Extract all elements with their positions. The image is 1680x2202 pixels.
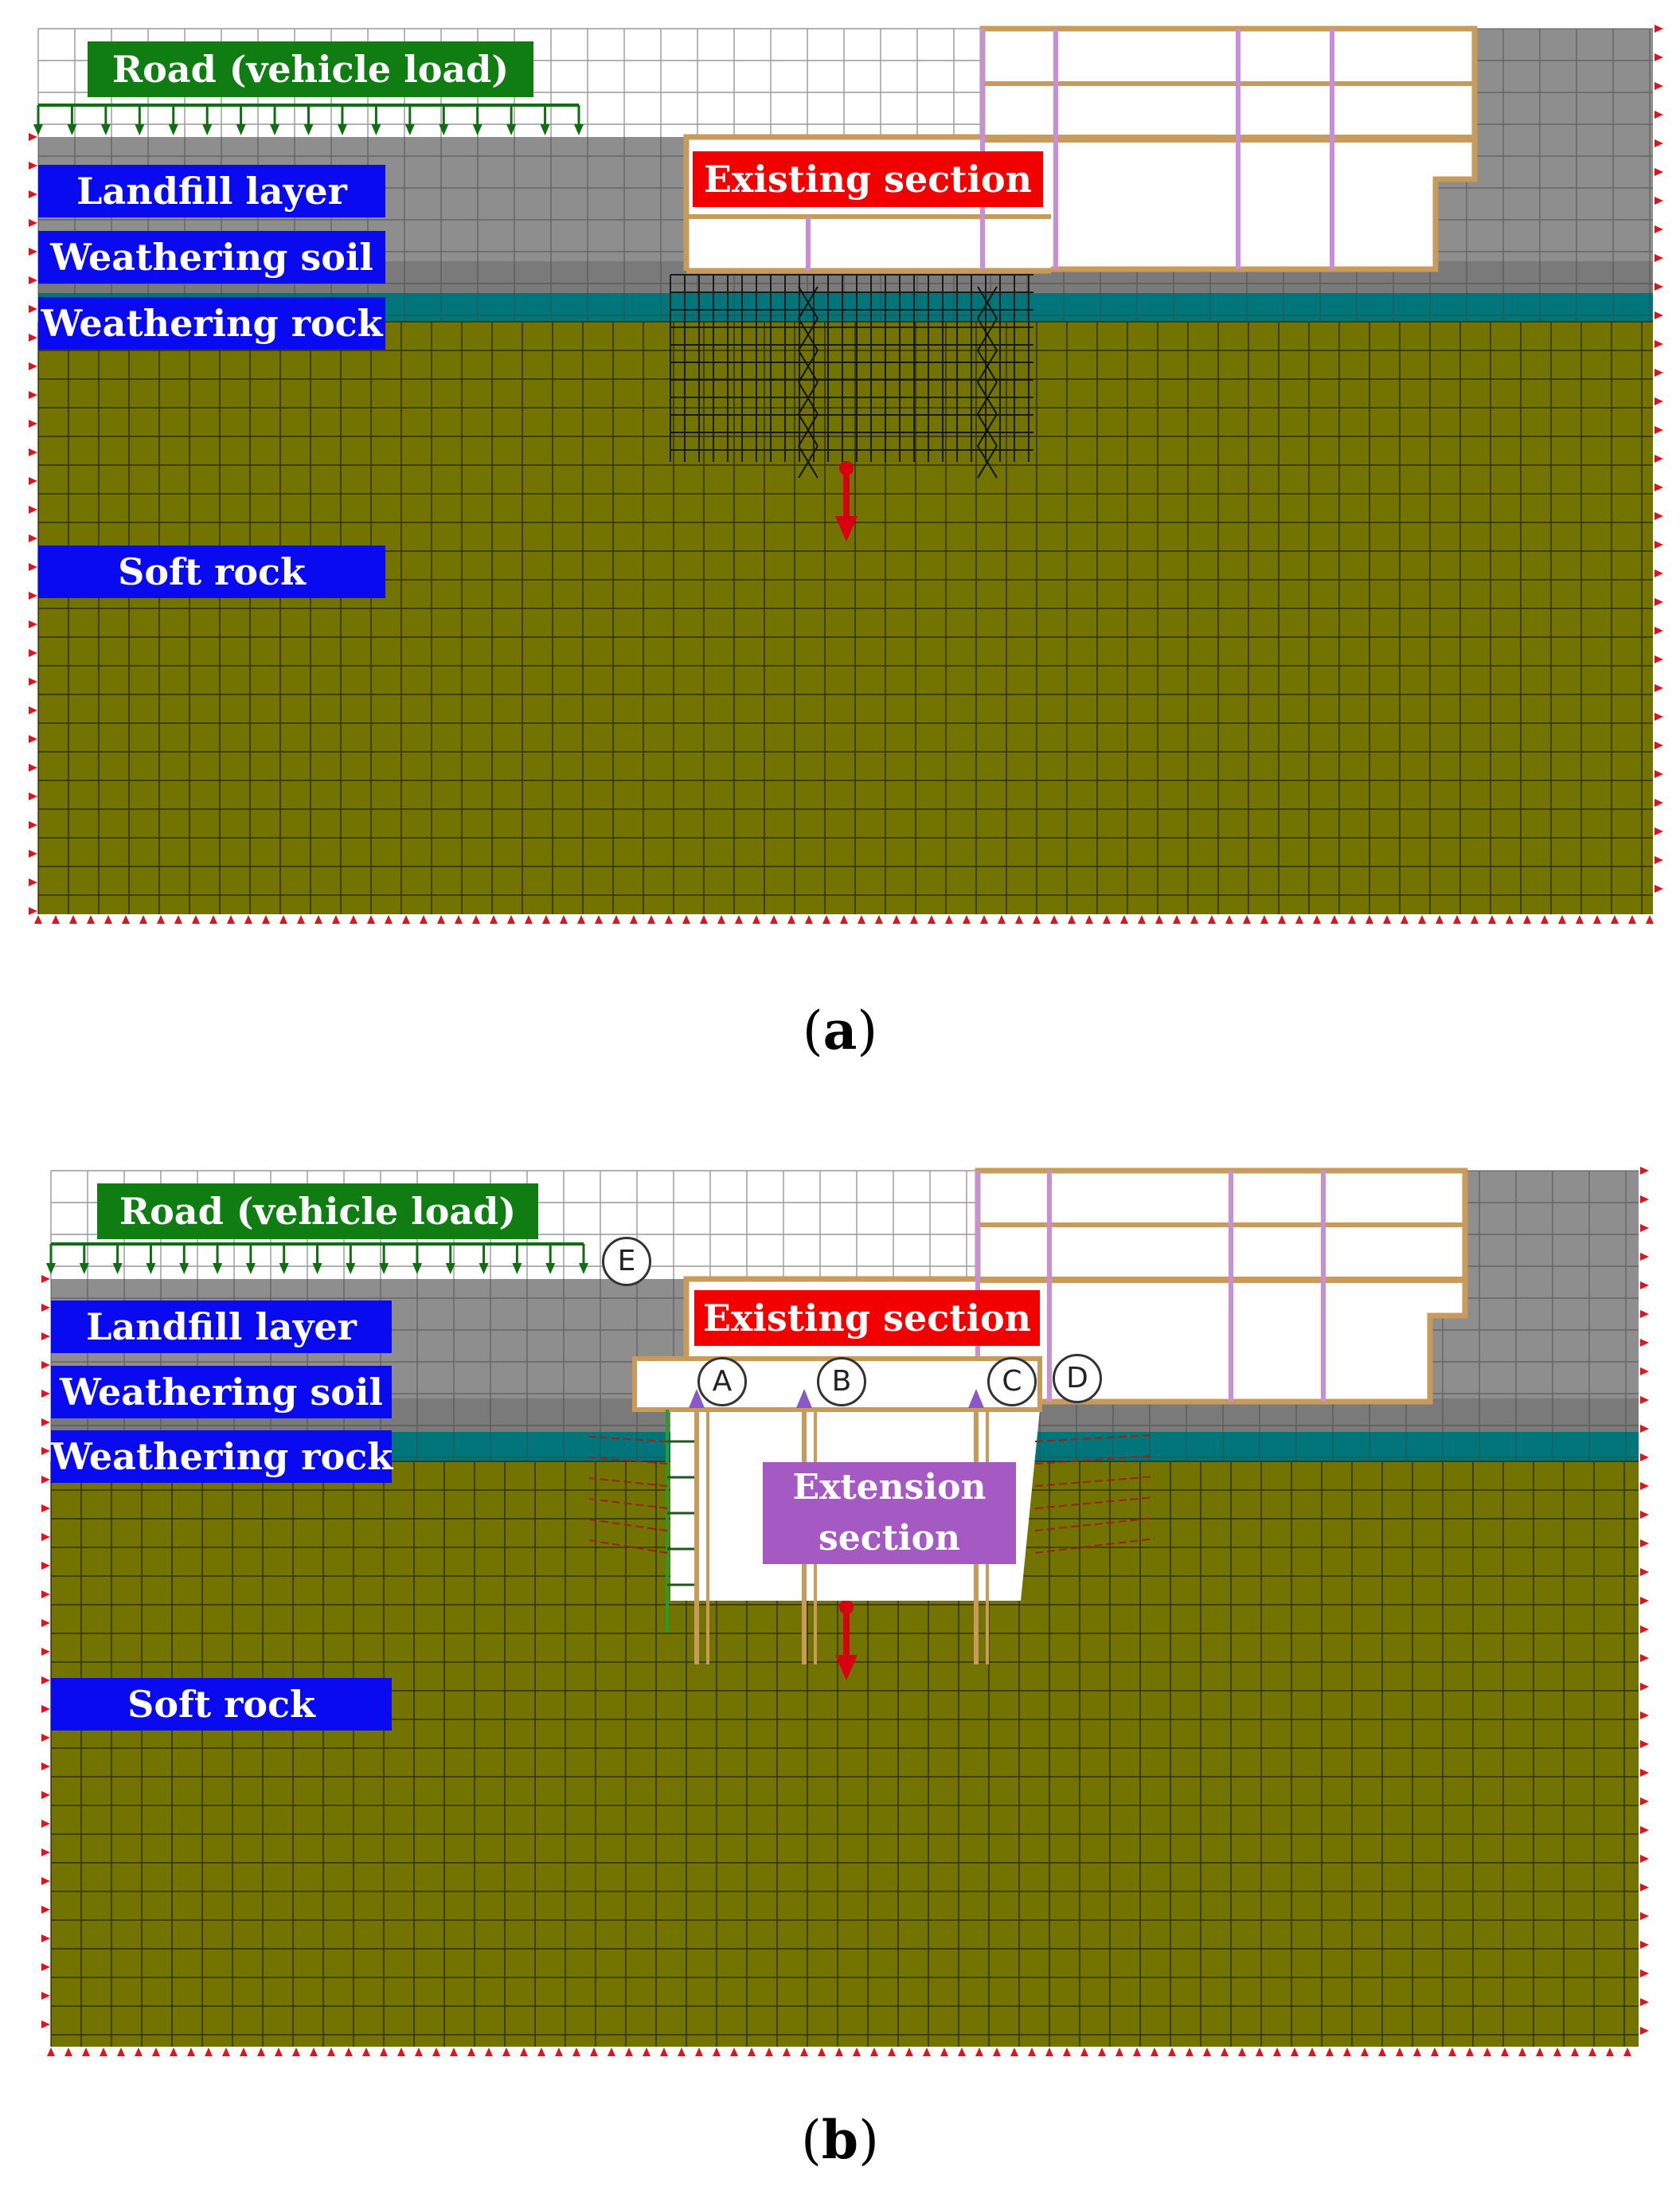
gravity-arrowhead: [835, 516, 858, 542]
fe-model-mesh-a: [29, 25, 1663, 924]
marker-b: B: [817, 1357, 866, 1406]
marker-d: D: [1053, 1354, 1102, 1403]
panel-b-caption: (b): [801, 2109, 879, 2171]
figure-panel-a: Road (vehicle load) Existing section Lan…: [0, 0, 1680, 1062]
support-triangle-1: [796, 1389, 812, 1408]
soft-rock-label: Soft rock: [38, 546, 385, 598]
landfill-layer-label: Landfill layer: [51, 1300, 392, 1353]
road-load-arrows: [33, 104, 584, 135]
road-vehicle-load-label: Road (vehicle load): [97, 1183, 538, 1239]
gravity-arrowhead: [835, 1655, 858, 1680]
existing-section-label: Existing section: [693, 151, 1043, 207]
existing-support-grid: [670, 274, 1033, 479]
support-triangle-2: [968, 1389, 984, 1408]
road-vehicle-load-label: Road (vehicle load): [88, 41, 533, 97]
soft-rock-stratum: [38, 322, 1653, 914]
support-triangle-0: [689, 1389, 705, 1408]
boundary-condition-arrows: [29, 25, 1663, 924]
extension-label-line1: Extension: [792, 1467, 987, 1508]
gravity-origin: [839, 461, 854, 475]
marker-e: E: [602, 1237, 651, 1286]
existing-section-label: Existing section: [694, 1290, 1040, 1346]
marker-c: C: [987, 1357, 1037, 1406]
weathering-soil-label: Weathering soil: [51, 1366, 392, 1418]
caption-letter: a: [822, 999, 858, 1062]
figure-panel-b: Road (vehicle load) Existing section Ext…: [0, 1139, 1680, 2171]
landfill-layer-label: Landfill layer: [38, 165, 385, 217]
building-void: [978, 1171, 1465, 1402]
mesh-soft-rock: [37, 321, 1653, 914]
fe-model-mesh-b: [41, 1167, 1649, 2056]
building-void: [983, 29, 1475, 269]
extension-section-label: Extension section: [763, 1462, 1016, 1564]
boundary-condition-arrows: [41, 1167, 1649, 2056]
caption-letter: b: [821, 2109, 859, 2171]
ground-anchors: [588, 1434, 1155, 1554]
road-load-arrows: [46, 1242, 588, 1274]
gravity-origin: [839, 1600, 854, 1614]
weathering-rock-label: Weathering rock: [51, 1430, 393, 1483]
soft-rock-label: Soft rock: [51, 1678, 392, 1731]
panel-a-caption: (a): [802, 999, 878, 1062]
extension-label-line2: section: [819, 1518, 960, 1559]
weathering-rock-label: Weathering rock: [38, 297, 385, 350]
marker-a: A: [697, 1357, 747, 1406]
weathering-soil-label: Weathering soil: [38, 231, 385, 284]
